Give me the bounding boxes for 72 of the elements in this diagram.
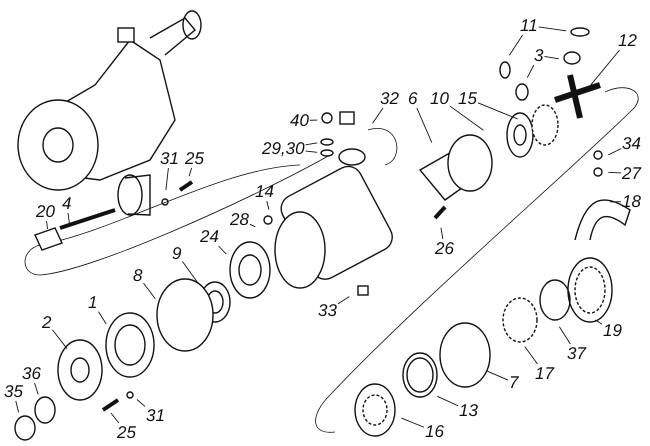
callout-number: 25 <box>117 424 136 441</box>
callout-number: 33 <box>318 302 337 319</box>
leader-line <box>110 412 120 424</box>
leader-line <box>46 220 48 230</box>
callout-number: 37 <box>567 345 586 362</box>
callout-number: 35 <box>4 383 23 400</box>
leader-line <box>305 150 318 153</box>
callout-number: 34 <box>622 135 641 152</box>
leader-line <box>266 200 270 210</box>
callout-number: 24 <box>200 228 219 245</box>
leader-line <box>249 224 256 228</box>
callout-number: 26 <box>435 240 454 257</box>
callout-number: 11 <box>520 17 538 34</box>
callout-number: 36 <box>22 365 41 382</box>
callout-number: 15 <box>458 90 477 107</box>
leader-line <box>143 282 156 300</box>
callout-number: 12 <box>618 32 637 49</box>
leader-line <box>372 108 384 124</box>
callout-number: 28 <box>230 211 249 228</box>
callout-number: 1 <box>88 294 98 311</box>
callout-number: 10 <box>430 90 449 107</box>
leader-line <box>486 370 508 380</box>
leader-line <box>34 382 39 395</box>
callout-number: 20 <box>36 203 55 220</box>
leader-line <box>337 296 350 304</box>
leader-line <box>436 396 458 406</box>
leader-line <box>526 64 534 78</box>
callout-number: 29,30 <box>262 140 305 157</box>
leader-line <box>508 34 524 56</box>
callout-number: 25 <box>185 150 204 167</box>
callout-number: 16 <box>425 423 444 440</box>
leader-line <box>309 120 318 121</box>
callout-number: 6 <box>408 90 418 107</box>
leader-line <box>594 320 602 325</box>
callout-number: 31 <box>146 407 165 424</box>
leader-line <box>416 108 432 144</box>
leader-line <box>400 418 424 428</box>
callout-number: 8 <box>133 267 142 284</box>
callout-number: 9 <box>172 245 182 262</box>
callout-number: 40 <box>290 112 309 129</box>
leader-line <box>608 172 622 174</box>
leader-line <box>610 201 622 202</box>
callout-number: 3 <box>534 47 544 64</box>
leader-line <box>188 168 192 176</box>
leader-line <box>98 311 107 324</box>
leader-line <box>182 261 199 284</box>
leader-line <box>544 56 560 60</box>
leader-line <box>590 50 620 86</box>
leader-line <box>477 102 518 120</box>
leader-line <box>538 26 567 32</box>
leader-line <box>136 399 146 407</box>
leader-line <box>524 346 538 364</box>
leader-line <box>218 246 227 254</box>
callout-number: 18 <box>622 193 641 210</box>
leader-line <box>52 329 68 350</box>
callout-number: 4 <box>62 195 72 212</box>
callout-number: 32 <box>380 90 399 107</box>
leader-line <box>305 142 318 146</box>
callout-number: 13 <box>459 402 478 419</box>
callout-number: 27 <box>622 165 641 182</box>
callout-number: 17 <box>535 365 554 382</box>
leader-line <box>165 168 169 190</box>
callout-number: 19 <box>603 322 622 339</box>
leader-line <box>449 106 484 131</box>
leader-line <box>440 227 444 240</box>
leader-line <box>608 148 622 156</box>
callout-number: 31 <box>160 150 179 167</box>
callout-number: 7 <box>509 374 518 391</box>
leader-line <box>15 400 20 413</box>
leader-line <box>68 212 70 224</box>
callout-number: 2 <box>42 314 52 331</box>
leader-line <box>558 326 571 344</box>
